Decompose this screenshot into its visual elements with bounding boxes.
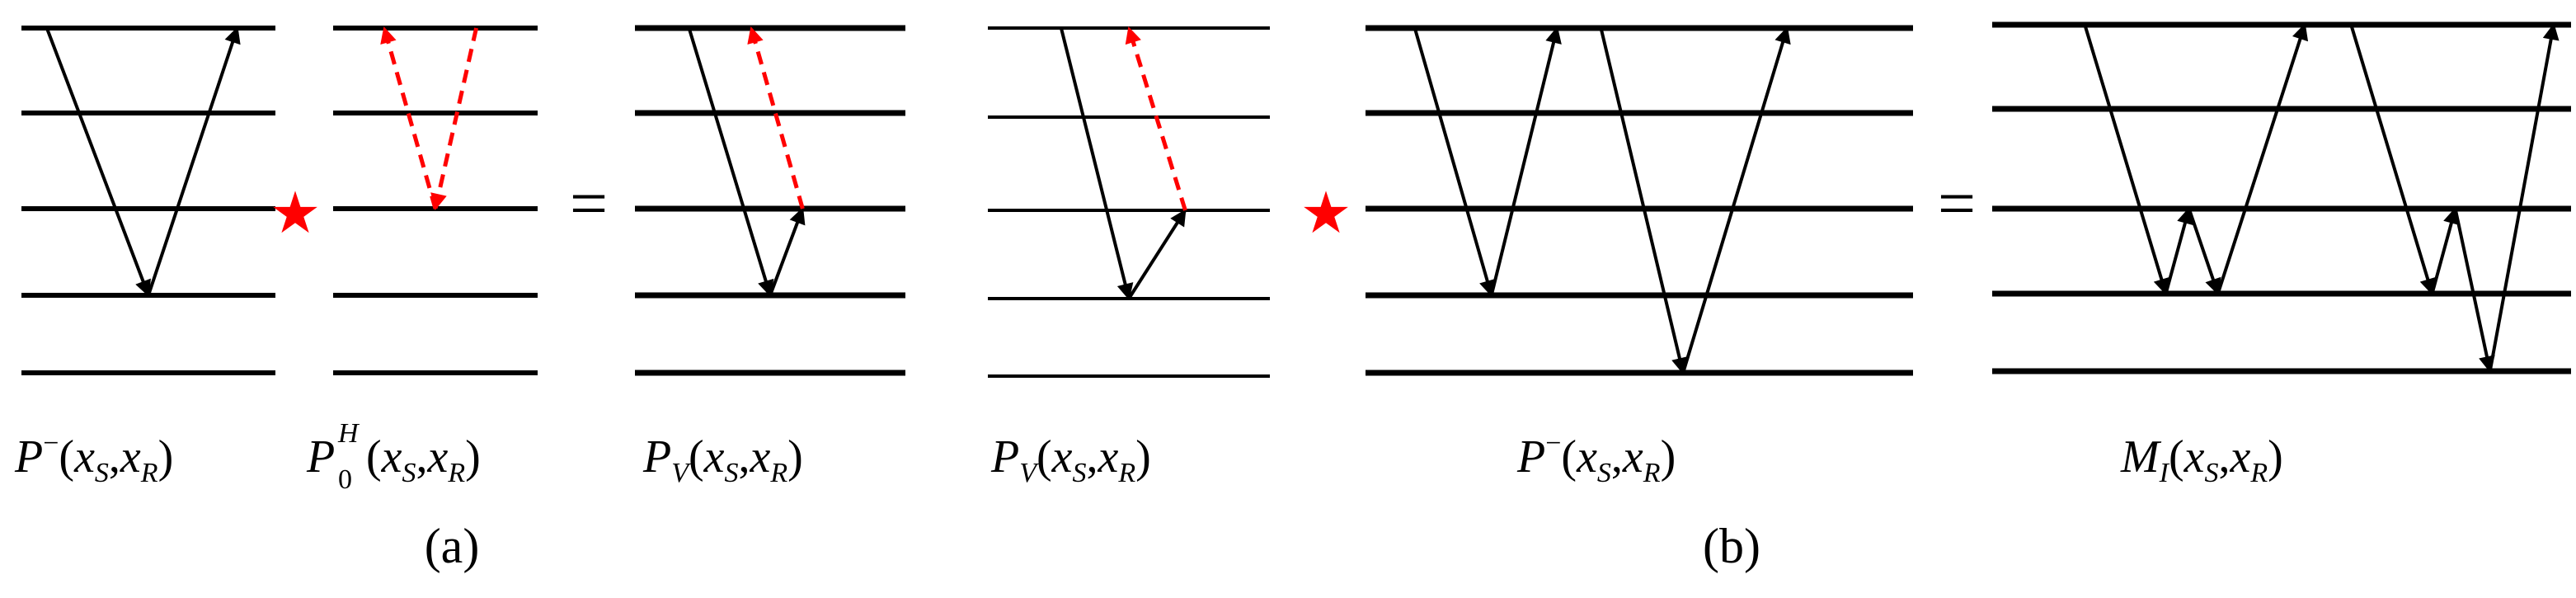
ray-segment: [1681, 26, 1791, 374]
convolution-star-b: ★: [1300, 179, 1352, 247]
ray-segment: [2083, 24, 2169, 295]
ray-segment: [1489, 26, 1562, 296]
ray-segment: [2349, 24, 2436, 295]
ray-segment: [2164, 207, 2193, 294]
ray-segment: [2430, 207, 2460, 294]
ray-segment: [2453, 208, 2495, 373]
ray-segment: [1599, 27, 1688, 374]
diagram-pv-a1: [635, 25, 905, 376]
ray-segment: [1127, 209, 1187, 300]
equals-sign-a: =: [570, 166, 608, 241]
ray-segment: [1059, 27, 1134, 300]
dashed-ray-segment: [430, 27, 479, 210]
label-p-minus: P−(xS,xR): [14, 428, 173, 488]
ray-segment: [2488, 23, 2560, 372]
convolution-star-a: ★: [270, 179, 322, 247]
diagram-p-minus-a: [21, 26, 275, 375]
label-mi: MI(xS,xR): [2120, 431, 2283, 488]
diagram-p-minus-b: [1366, 25, 1913, 376]
ray-segment: [147, 26, 241, 296]
diagram-p0h-a: [333, 26, 538, 375]
label-pv-1: PV(xS,xR): [642, 431, 803, 488]
equals-sign-b: =: [1938, 166, 1976, 241]
dashed-ray-segment: [380, 26, 438, 210]
label-p-minus-b: P−(xS,xR): [1516, 428, 1676, 488]
ray-segment: [687, 27, 774, 297]
ray-segment: [1413, 27, 1496, 297]
diagram-mi-b: [1992, 21, 2571, 374]
label-p0h: P H 0 (xS,xR): [306, 402, 481, 499]
ray-segment: [45, 27, 151, 297]
diagram-pv-a2: [988, 26, 1270, 378]
ray-segment: [769, 207, 806, 296]
dashed-ray-segment: [747, 26, 805, 210]
caption-a: (a): [425, 519, 480, 573]
ray-segment: [2187, 208, 2221, 295]
label-pv-2: PV(xS,xR): [990, 431, 1151, 488]
caption-b: (b): [1703, 519, 1760, 573]
ray-segment: [2216, 23, 2309, 294]
dashed-ray-segment: [1125, 26, 1187, 211]
